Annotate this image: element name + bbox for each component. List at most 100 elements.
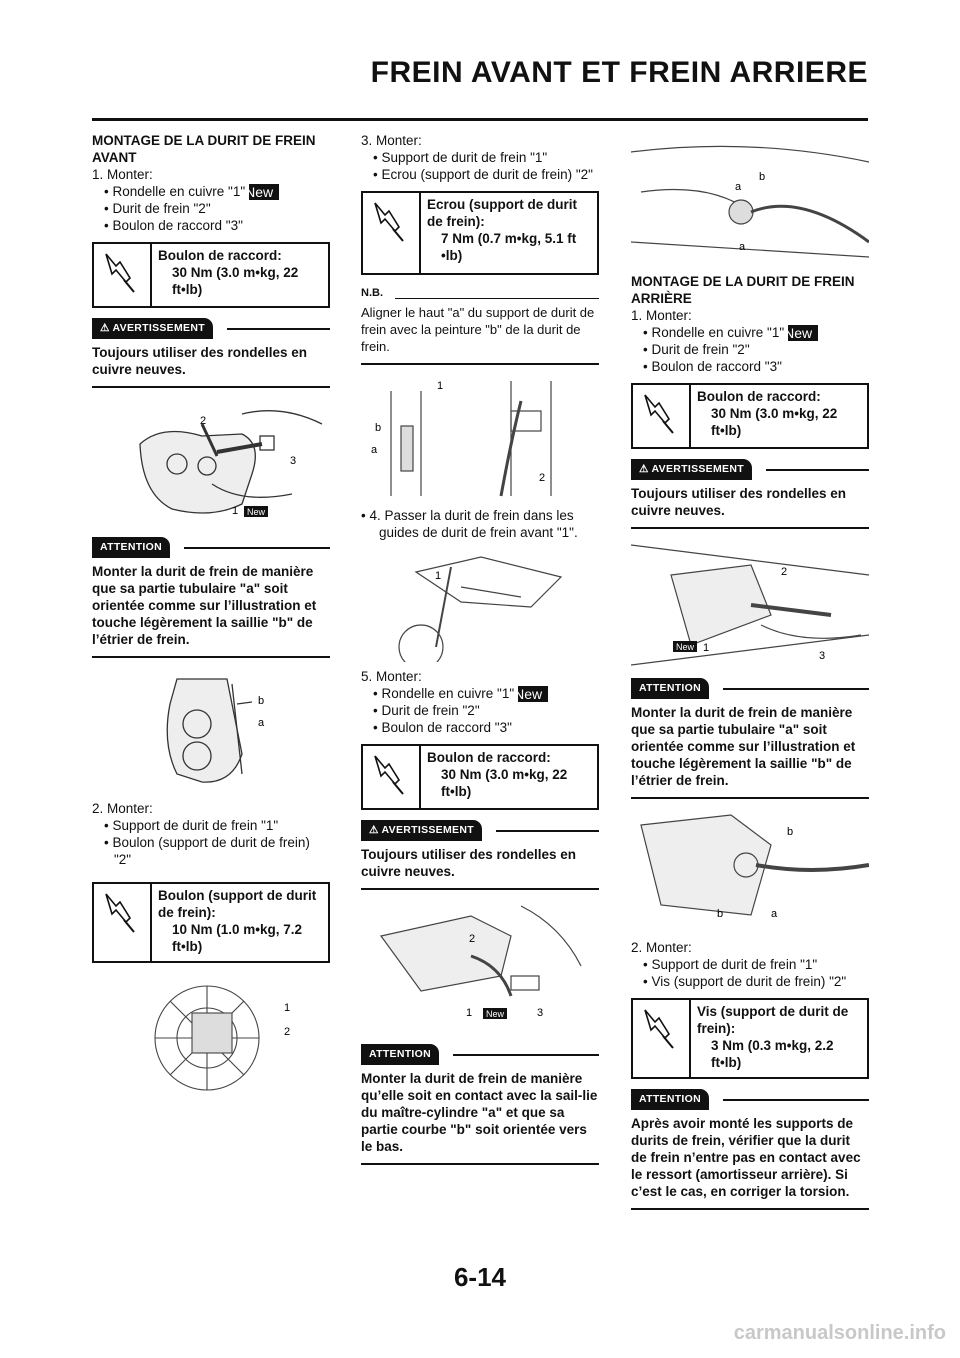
torque-box: Boulon de raccord:30 Nm (3.0 m•kg, 22 ft… (92, 242, 330, 309)
callout-b: b (717, 908, 723, 920)
list-item: Durit de frein "2" (643, 341, 869, 358)
torque-box: Boulon (support de durit de frein):10 Nm… (92, 882, 330, 964)
step-4: 4. Passer la durit de frein dans les gui… (361, 507, 599, 541)
list-item: Support de durit de frein "1" (643, 956, 869, 973)
step-1: 1. Monter: (92, 167, 153, 182)
step-1: 1. Monter: (631, 308, 692, 323)
callout-a: a (258, 717, 265, 729)
new-badge: New (247, 507, 266, 517)
wrench-icon (633, 385, 691, 448)
warning-text: Toujours utiliser des rondelles en cuivr… (631, 485, 869, 530)
step-2: 2. Monter: (92, 801, 153, 817)
warning-text: Toujours utiliser des rondelles en cuivr… (361, 846, 599, 891)
torque-value: 7 Nm (0.7 m•kg, 5.1 ft •lb) (441, 231, 577, 263)
note-text: Aligner le haut "a" du support de durit … (361, 304, 599, 365)
list-item: Boulon de raccord "3" (104, 217, 330, 234)
wrench-icon (363, 746, 421, 809)
warning-label: ⚠ AVERTISSEMENT (92, 318, 213, 340)
torque-value: 3 Nm (0.3 m•kg, 2.2 ft•lb) (711, 1038, 834, 1071)
hose-holder-figure: 1 b a 2 (361, 371, 599, 501)
list-item: Durit de frein "2" (104, 200, 330, 217)
list-item: Boulon de raccord "3" (643, 358, 869, 375)
torque-value: 10 Nm (1.0 m•kg, 7.2 ft•lb) (172, 922, 303, 955)
new-badge: New (676, 642, 695, 652)
list-item: Boulon (support de durit de frein) "2" (104, 834, 330, 868)
torque-box: Ecrou (support de durit de frein):7 Nm (… (361, 191, 599, 275)
note-label: N.B. (361, 287, 383, 299)
column-3: a b a MONTAGE DE LA DURIT DE FREIN ARRIÈ… (631, 132, 869, 1211)
attention-block: ATTENTION Monter la durit de frein de ma… (631, 678, 869, 800)
step-5: 5. Monter: (361, 669, 422, 684)
torque-title: Boulon de raccord: (158, 248, 282, 264)
torque-title: Boulon de raccord: (427, 750, 551, 766)
new-badge: New (514, 686, 549, 703)
page-title: FREIN AVANT ET FREIN ARRIERE (370, 56, 868, 89)
callout-2: 2 (200, 415, 206, 427)
callout-1: 1 (437, 380, 443, 392)
attention-label: ATTENTION (631, 1089, 709, 1111)
section-heading: MONTAGE DE LA DURIT DE FREIN AVANT (92, 133, 316, 165)
callout-1: 1 (435, 570, 441, 582)
header-rule (92, 118, 868, 121)
note-block: N.B. Aligner le haut "a" du support de d… (361, 285, 599, 365)
callout-1: 1 (284, 1002, 290, 1014)
warning-label: ⚠ AVERTISSEMENT (631, 459, 752, 481)
attention-text: Monter la durit de frein de manière qu’e… (361, 1070, 599, 1166)
list-item: Rondelle en cuivre "1"New (104, 183, 330, 201)
torque-box: Boulon de raccord:30 Nm (3.0 m•kg, 22 ft… (631, 383, 869, 450)
list-item: Durit de frein "2" (373, 702, 599, 719)
caliper-figure-2: b a (92, 664, 330, 794)
warning-block: ⚠ AVERTISSEMENT Toujours utiliser des ro… (631, 459, 869, 530)
callout-2: 2 (284, 1026, 290, 1038)
callout-3: 3 (537, 1007, 543, 1019)
column-1: MONTAGE DE LA DURIT DE FREIN AVANT 1. Mo… (92, 132, 330, 1099)
torque-box: Vis (support de durit de frein):3 Nm (0.… (631, 998, 869, 1080)
caliper-figure: 2 3 1 New (92, 394, 330, 529)
attention-label: ATTENTION (361, 1044, 439, 1066)
rear-hose-figure: a b a (631, 132, 869, 267)
callout-a: a (771, 908, 778, 920)
attention-text: Monter la durit de frein de manière que … (92, 563, 330, 659)
callout-3: 3 (290, 455, 296, 467)
page-number: 6-14 (453, 1262, 507, 1292)
list-item: Vis (support de durit de frein) "2" (643, 973, 869, 990)
callout-b: b (787, 826, 793, 838)
list-item: Rondelle en cuivre "1"New (643, 324, 869, 342)
callout-2: 2 (781, 566, 787, 578)
attention-text: Monter la durit de frein de manière que … (631, 704, 869, 800)
list-item: Ecrou (support de durit de frein) "2" (373, 166, 599, 183)
rear-caliper-figure-2: b b a (631, 805, 869, 933)
attention-block: ATTENTION Après avoir monté les supports… (631, 1089, 869, 1211)
master-cylinder-figure: 2 1 New 3 (361, 896, 599, 1036)
wrench-icon (633, 1000, 691, 1078)
warning-block: ⚠ AVERTISSEMENT Toujours utiliser des ro… (92, 318, 330, 389)
wrench-icon (94, 884, 152, 962)
step-2: 2. Monter: (631, 940, 692, 956)
wrench-icon (94, 244, 152, 307)
callout-b: b (258, 695, 264, 707)
attention-block: ATTENTION Monter la durit de frein de ma… (361, 1044, 599, 1166)
new-badge: New (784, 325, 819, 342)
list-item: Boulon de raccord "3" (373, 719, 599, 736)
torque-title: Boulon de raccord: (697, 389, 821, 405)
warning-block: ⚠ AVERTISSEMENT Toujours utiliser des ro… (361, 820, 599, 891)
motorcycle-figure: 1 (361, 547, 599, 662)
attention-block: ATTENTION Monter la durit de frein de ma… (92, 537, 330, 659)
wrench-icon (363, 193, 421, 273)
callout-a: a (739, 241, 746, 253)
front-brake-figure: 1 2 (92, 973, 330, 1093)
callout-2: 2 (539, 472, 545, 484)
callout-a: a (371, 444, 378, 456)
new-badge: New (245, 184, 280, 201)
attention-text: Après avoir monté les supports de durits… (631, 1115, 869, 1211)
torque-title: Ecrou (support de durit de frein): (427, 197, 577, 229)
callout-a: a (735, 181, 742, 193)
callout-1: 1 (232, 505, 238, 517)
list-item: Rondelle en cuivre "1"New (373, 685, 599, 703)
callout-b: b (759, 171, 765, 183)
section-heading: MONTAGE DE LA DURIT DE FREIN ARRIÈRE (631, 274, 855, 306)
torque-value: 30 Nm (3.0 m•kg, 22 ft•lb) (172, 265, 299, 298)
callout-b: b (375, 422, 381, 434)
torque-value: 30 Nm (3.0 m•kg, 22 ft•lb) (441, 767, 568, 800)
new-badge: New (486, 1009, 505, 1019)
